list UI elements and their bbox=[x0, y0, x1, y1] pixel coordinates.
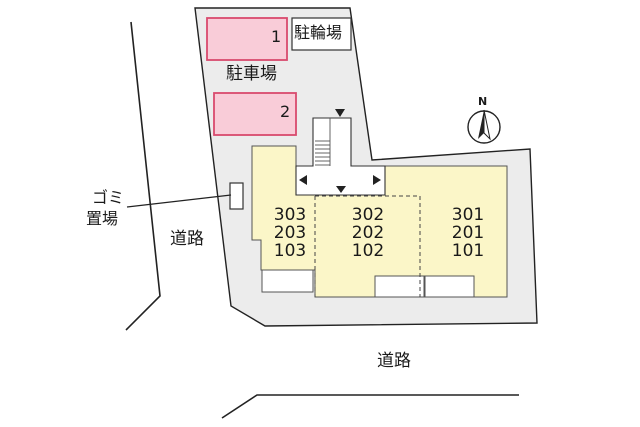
unit-303: 303 bbox=[273, 205, 307, 225]
north-label: N bbox=[478, 95, 488, 108]
unit-302: 302 bbox=[351, 205, 385, 225]
car-parking-label: 駐車場 bbox=[226, 64, 277, 84]
unit-301: 301 bbox=[451, 205, 485, 225]
garbage-label-line1: ゴミ bbox=[92, 188, 125, 207]
entry-arrow-right bbox=[373, 175, 381, 185]
unit-101: 101 bbox=[451, 241, 485, 261]
road-south-label: 道路 bbox=[377, 351, 411, 371]
stair-steps bbox=[315, 118, 331, 166]
unit-202: 202 bbox=[351, 223, 385, 243]
entry-arrow-top bbox=[335, 109, 345, 117]
entrance-notch-middle bbox=[374, 275, 425, 298]
entry-arrow-left bbox=[299, 175, 307, 185]
unit-203: 203 bbox=[273, 223, 307, 243]
north-arrow-icon bbox=[467, 109, 501, 144]
bicycle-parking-area bbox=[291, 17, 352, 51]
parking-space-2-number: 2 bbox=[280, 102, 291, 121]
unit-201: 201 bbox=[451, 223, 485, 243]
unit-column-west: 303 203 103 bbox=[262, 206, 318, 260]
unit-column-middle: 302 202 102 bbox=[340, 206, 396, 260]
road-west-label: 道路 bbox=[170, 229, 204, 249]
road-edge-south bbox=[221, 394, 519, 419]
garbage-label-line2: 置場 bbox=[86, 209, 119, 228]
unit-divider-middle bbox=[315, 195, 421, 297]
entrance-notch-east bbox=[424, 275, 475, 298]
unit-103: 103 bbox=[273, 241, 307, 261]
parking-space-1 bbox=[206, 17, 288, 61]
garbage-leader-line bbox=[126, 194, 232, 208]
unit-102: 102 bbox=[351, 241, 385, 261]
parking-space-1-number: 1 bbox=[271, 27, 282, 46]
entry-arrow-bottom bbox=[336, 186, 346, 193]
road-edge-west bbox=[125, 21, 161, 331]
parking-space-2 bbox=[213, 92, 297, 136]
entrance-notch-west bbox=[261, 269, 314, 293]
garbage-area bbox=[229, 182, 244, 210]
corridor bbox=[295, 117, 386, 196]
bicycle-parking-label: 駐輪場 bbox=[294, 23, 343, 42]
unit-column-east: 301 201 101 bbox=[440, 206, 496, 260]
